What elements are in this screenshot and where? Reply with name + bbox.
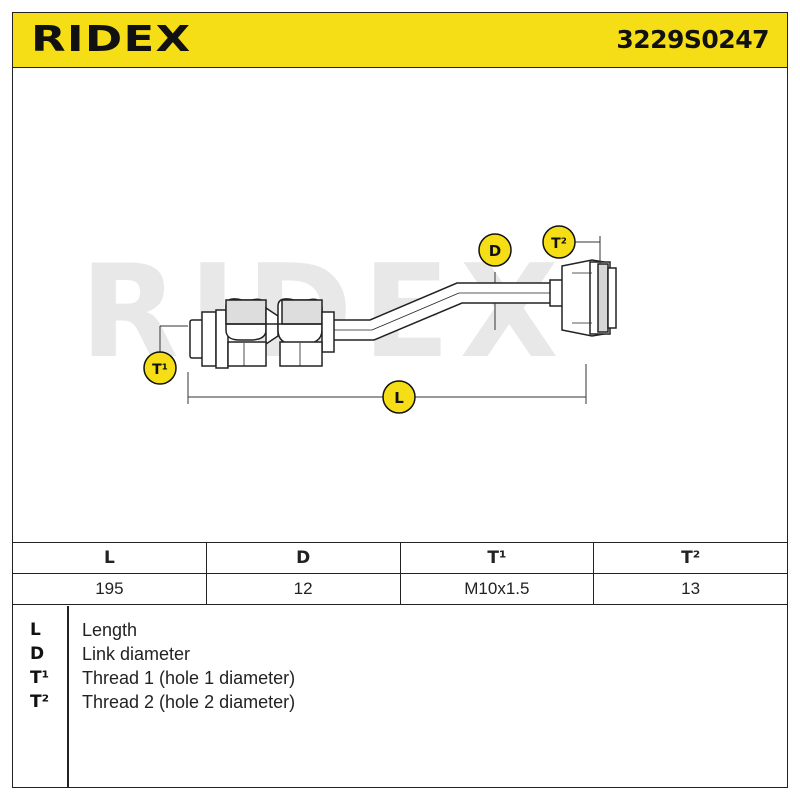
brand-logo: RIDEX (31, 19, 192, 60)
spec-header-t2: T² (593, 542, 788, 574)
part-number: 3229S0247 (616, 25, 769, 54)
technical-drawing: RIDEX (12, 68, 788, 542)
spec-value-t1: M10x1.5 (399, 573, 595, 605)
legend-description: Thread 2 (hole 2 diameter) (82, 692, 296, 712)
label-t1-marker: T¹ (143, 351, 177, 385)
spec-value-t2: 13 (593, 573, 788, 605)
label-l-marker: L (382, 380, 416, 414)
legend-item: T¹ Thread 1 (hole 1 diameter) (12, 668, 788, 692)
legend-item: T² Thread 2 (hole 2 diameter) (12, 692, 788, 716)
label-d-marker: D (478, 233, 512, 267)
stabiliser-link-drawing: RIDEX (80, 225, 617, 414)
spec-header-d: D (205, 542, 401, 574)
spec-header-t1: T¹ (399, 542, 595, 574)
legend-divider (67, 606, 69, 788)
legend-item: D Link diameter (12, 644, 788, 668)
legend-description: Thread 1 (hole 1 diameter) (82, 668, 296, 688)
label-d: D (489, 242, 501, 260)
legend-description: Length (82, 620, 138, 640)
legend: L Length D Link diameter T¹ Thread 1 (ho… (12, 606, 788, 788)
legend-item: L Length (12, 620, 788, 644)
spec-header-row: L D T¹ T² (12, 542, 788, 574)
right-end-eye (549, 259, 617, 337)
legend-description: Link diameter (82, 644, 191, 664)
legend-symbol: T¹ (30, 668, 50, 688)
spec-header-l: L (12, 542, 207, 574)
spec-value-l: 195 (12, 573, 207, 605)
legend-symbol: T² (30, 692, 50, 712)
spec-value-row: 195 12 M10x1.5 13 (12, 573, 788, 605)
label-t2-marker: T² (542, 225, 576, 259)
left-end-assembly (189, 298, 335, 369)
legend-symbol: D (30, 644, 45, 664)
spec-value-d: 12 (205, 573, 401, 605)
spec-table: L D T¹ T² 195 12 M10x1.5 13 (12, 542, 788, 605)
legend-symbol: L (30, 620, 41, 640)
label-l: L (394, 389, 404, 407)
label-t2: T² (551, 236, 567, 252)
label-t1: T¹ (152, 362, 168, 378)
header-bar: RIDEX 3229S0247 (12, 12, 788, 68)
